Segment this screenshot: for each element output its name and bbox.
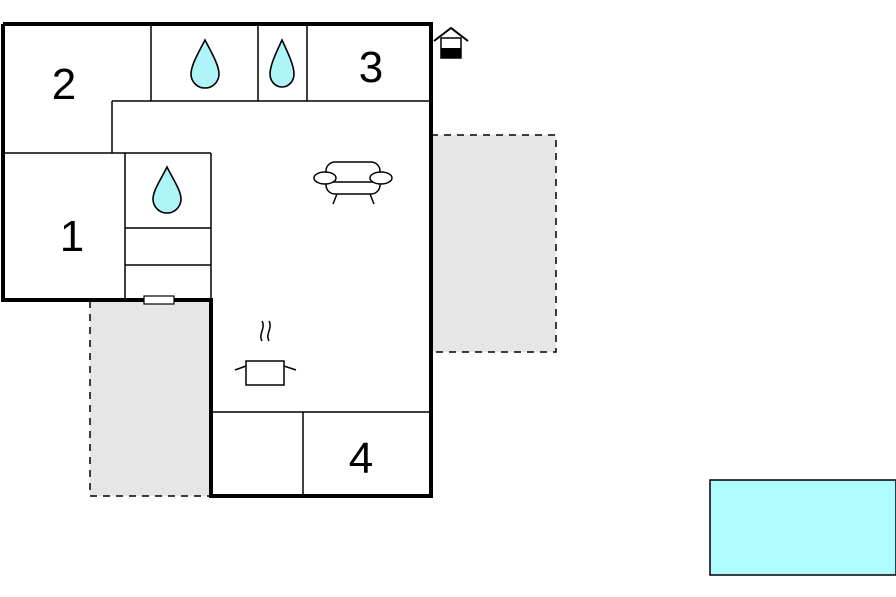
- interior-walls: [3, 24, 431, 496]
- room-2-label: 2: [52, 60, 76, 109]
- house-entrance-icon: [433, 26, 469, 59]
- exterior-wall: [1, 22, 433, 498]
- window-marker: [143, 295, 175, 305]
- room-1-label: 1: [60, 212, 84, 261]
- room-4-label: 4: [349, 434, 373, 483]
- sofa-icon: [313, 161, 393, 205]
- water-drop-icon: [269, 38, 295, 88]
- pool: [709, 479, 896, 576]
- water-drop-icon: [152, 165, 182, 214]
- terrace-right: [430, 134, 557, 353]
- terrace-left: [89, 299, 211, 497]
- cooking-pot-icon: [234, 320, 297, 386]
- water-drop-icon: [190, 38, 220, 89]
- room-3-label: 3: [359, 43, 383, 92]
